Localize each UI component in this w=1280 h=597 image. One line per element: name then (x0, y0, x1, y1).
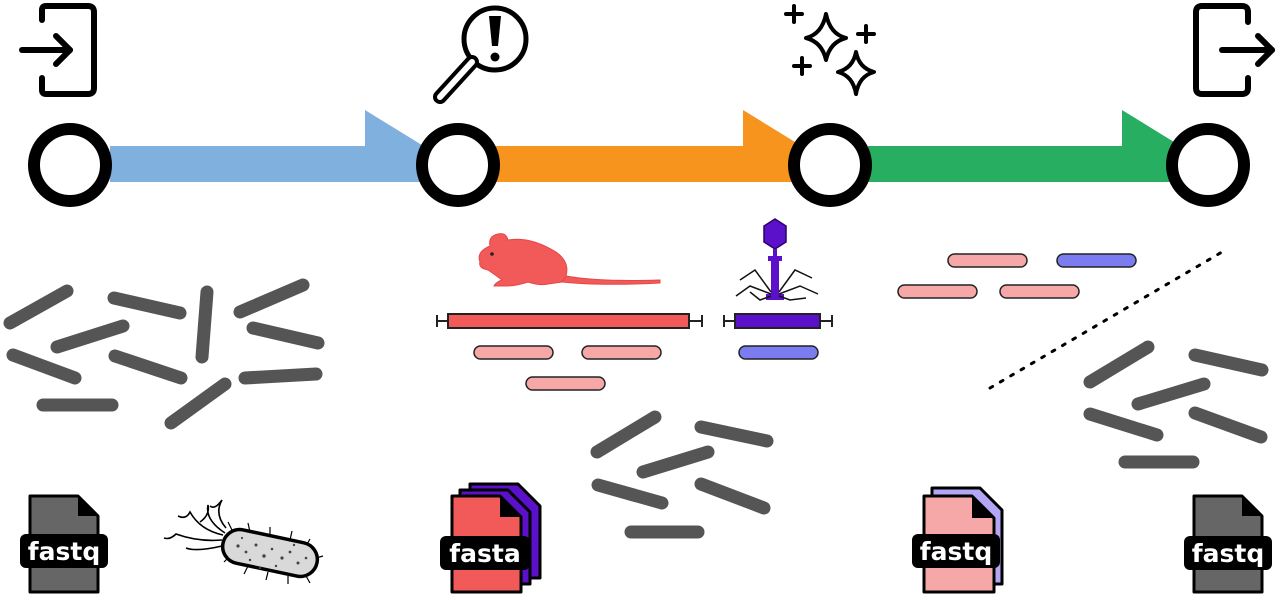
login-icon (19, 3, 97, 97)
host-read (525, 376, 606, 391)
host-read (581, 345, 662, 360)
read (591, 478, 669, 510)
logout-icon (1193, 3, 1275, 97)
read (1131, 377, 1211, 411)
raw-reads-cluster (3, 278, 325, 430)
node-detection (416, 123, 500, 207)
host-read (473, 345, 554, 360)
read (3, 284, 74, 330)
phage-read (1056, 253, 1137, 268)
read (1083, 340, 1155, 389)
fastq-file-input: fastq (20, 494, 108, 594)
read (636, 445, 715, 479)
file-format-label: fastq (920, 537, 992, 566)
read (107, 291, 187, 320)
file-format-label: fasta (449, 539, 520, 568)
separator-dotted-line (988, 250, 1224, 390)
read (694, 420, 774, 448)
fastq-file-filtered: fastq (912, 486, 1004, 594)
host-read (947, 253, 1028, 268)
read (108, 349, 188, 385)
node-output (1166, 123, 1250, 207)
fastq-file-output: fastq (1184, 494, 1272, 594)
read (1083, 407, 1164, 442)
read (195, 285, 214, 364)
host-reads (473, 345, 662, 391)
read (164, 377, 232, 430)
node-cleaning (788, 123, 872, 207)
read (50, 319, 130, 354)
removed-reads (897, 253, 1137, 299)
file-format-label: fastq (28, 537, 100, 566)
read (238, 367, 323, 385)
sparkles-icon (784, 4, 876, 96)
clean-reads-cluster (1083, 340, 1269, 469)
arrow-cleaning-to-output (868, 110, 1187, 182)
fasta-file-reference: fasta (440, 482, 542, 594)
arrow-input-to-detection (110, 110, 430, 182)
host-read (999, 284, 1080, 299)
bacterium-icon (163, 499, 324, 584)
read (1188, 406, 1268, 444)
host-genome (436, 313, 703, 329)
phage-genome (723, 313, 833, 329)
phage-icon (735, 218, 819, 301)
host-free-reads-cluster (590, 410, 774, 539)
magnifier-alert-icon (433, 5, 529, 104)
arrow-detection-to-cleaning (495, 110, 808, 182)
node-input (28, 123, 112, 207)
read (1188, 348, 1269, 377)
file-format-label: fastq (1192, 539, 1264, 568)
read (590, 410, 662, 459)
read (694, 477, 771, 515)
host-read (897, 284, 978, 299)
phage-read (738, 345, 819, 360)
mouse-eye (490, 252, 494, 256)
read (233, 278, 310, 319)
mouse-icon (478, 233, 661, 287)
read (6, 348, 82, 385)
read (246, 321, 325, 350)
